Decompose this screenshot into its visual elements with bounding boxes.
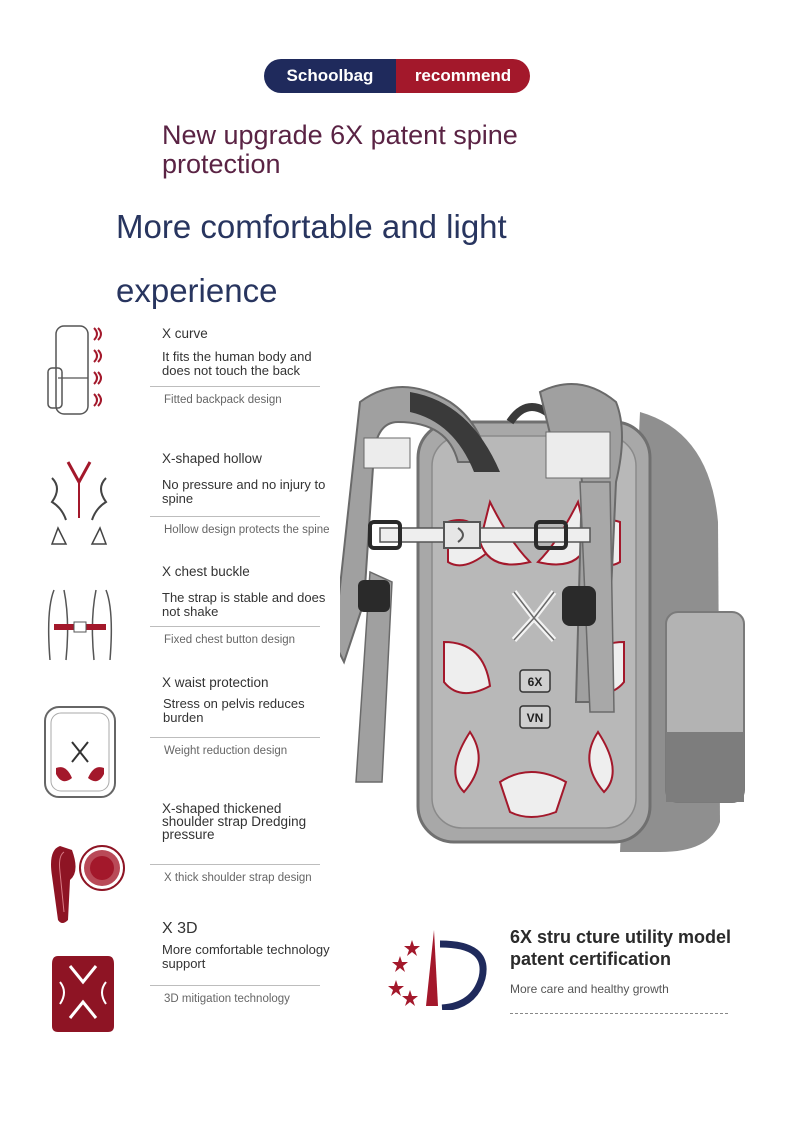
feature-desc-3d: More comfortable technology support xyxy=(162,942,330,971)
feature-caption-chest-buckle: Fixed chest button design xyxy=(164,634,296,646)
headline-secondary-line2: experience xyxy=(116,272,278,309)
feature-title-3d: X 3D xyxy=(162,920,198,937)
feature-divider xyxy=(150,386,320,387)
feature-desc-waist: Stress on pelvis reduces burden xyxy=(163,696,305,725)
feature-divider xyxy=(150,737,320,738)
certification-divider xyxy=(510,1013,728,1014)
waist-protection-icon xyxy=(44,706,116,798)
hollow-pattern-icon xyxy=(50,461,108,545)
feature-desc-hollow: No pressure and no injury to spine xyxy=(162,477,326,506)
headline-primary: New upgrade 6X patent spine protection xyxy=(162,120,518,179)
feature-desc-x-curve: It fits the human body and does not touc… xyxy=(162,349,312,378)
mesh-back-panel-icon xyxy=(52,956,114,1032)
feature-caption-x-curve: Fitted backpack design xyxy=(164,394,282,406)
feature-title-shoulder-strap: X-shaped thickened shoulder strap Dredgi… xyxy=(162,801,307,842)
patent-logo-icon xyxy=(388,930,487,1010)
certification-title: 6X stru cture utility model patent certi… xyxy=(510,927,732,969)
feature-divider xyxy=(150,985,320,986)
feature-caption-3d: 3D mitigation technology xyxy=(164,993,290,1005)
feature-caption-hollow: Hollow design protects the spine xyxy=(164,524,330,536)
header-badge: Schoolbag recommend xyxy=(264,59,530,93)
shoulder-strap-icon xyxy=(51,845,125,923)
feature-caption-waist: Weight reduction design xyxy=(164,745,288,757)
feature-title-hollow: X-shaped hollow xyxy=(162,451,262,466)
feature-divider xyxy=(150,864,320,865)
chest-buckle-icon xyxy=(47,589,113,661)
feature-desc-chest-buckle: The strap is stable and does not shake xyxy=(162,590,326,619)
feature-caption-shoulder-strap: X thick shoulder strap design xyxy=(164,872,312,884)
badge-vn: VN xyxy=(527,711,544,725)
header-badge-right: recommend xyxy=(396,59,530,93)
feature-divider xyxy=(150,516,320,517)
feature-divider xyxy=(150,626,320,627)
headline-secondary-line1: More comfortable and light xyxy=(116,208,507,245)
backpack-side-icon xyxy=(47,325,102,415)
badge-6x: 6X xyxy=(528,675,543,689)
feature-title-x-curve: X curve xyxy=(162,326,208,341)
header-badge-left: Schoolbag xyxy=(264,59,396,93)
backpack-illustration: 6X VN xyxy=(340,383,745,852)
certification-subtitle: More care and healthy growth xyxy=(510,982,669,996)
feature-title-chest-buckle: X chest buckle xyxy=(162,564,250,579)
feature-title-waist: X waist protection xyxy=(162,675,269,690)
